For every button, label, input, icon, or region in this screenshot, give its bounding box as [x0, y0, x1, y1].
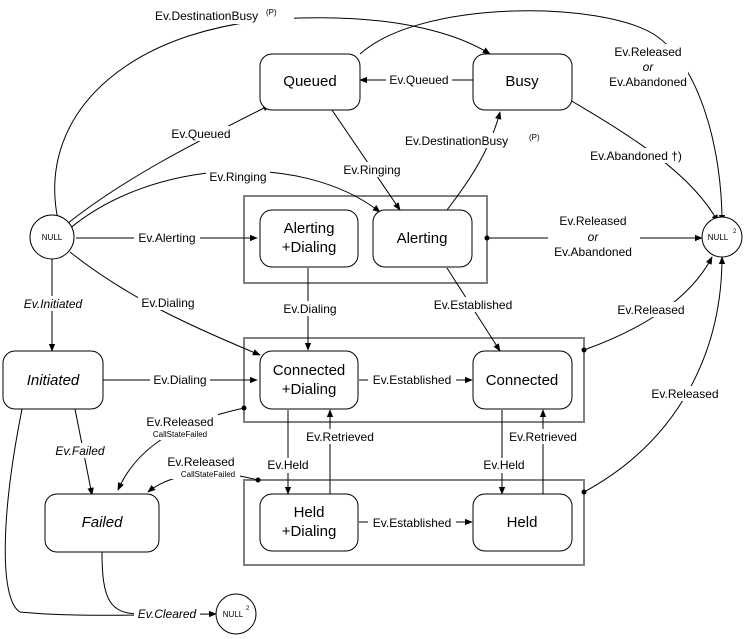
label-initiated: Ev.Initiated [24, 297, 83, 311]
label-dest-busy-top-sup: (P) [266, 8, 277, 17]
label-alerting: Ev.Alerting [138, 231, 195, 245]
label-held-left: Ev.Held [267, 458, 308, 472]
edge-null-to-queued [61, 104, 271, 229]
null-label: NULL [42, 233, 63, 242]
state-label: Failed [82, 514, 124, 531]
label-released-right-1: Ev.Released [559, 214, 626, 228]
label-released-right-2: or [588, 230, 600, 244]
edge-alerting-to-busy [446, 111, 502, 211]
label-queued-mid: Ev.Queued [389, 73, 448, 87]
null-label: NULL [708, 233, 729, 242]
state-held-dialing: Held +Dialing [259, 493, 359, 552]
label-held-right: Ev.Held [483, 458, 524, 472]
state-label-line1: Alerting [284, 220, 335, 237]
label-established-held: Ev.Established [373, 516, 452, 530]
state-connected-dialing: Connected +Dialing [259, 350, 359, 410]
state-held: Held [472, 493, 573, 552]
label-abandoned: Ev.Abandoned †) [590, 149, 682, 163]
held-group-frame [243, 479, 585, 566]
state-label: Connected [486, 372, 559, 389]
label-ringing-left: Ev.Ringing [209, 170, 266, 184]
edge-queued-to-null-right [359, 10, 726, 223]
state-label-line1: Connected [273, 362, 346, 379]
label-released-right: Ev.Released [617, 303, 684, 317]
label-released-top-3: Ev.Abandoned [609, 75, 687, 89]
label-dialing-down: Ev.Dialing [283, 302, 336, 316]
state-initiated: Initiated [2, 350, 104, 410]
state-label: Held [507, 514, 538, 531]
label-released-right-3: Ev.Abandoned [554, 245, 632, 259]
label-released-far: Ev.Released [651, 387, 718, 401]
edge-queued-to-alerting [331, 109, 401, 211]
null-sup: 2 [733, 229, 737, 235]
state-label: Queued [283, 73, 336, 90]
edge-held-group-to-null-right [583, 256, 726, 493]
label-established-conn: Ev.Established [373, 373, 452, 387]
null-state-bottom: NULL 2 [215, 593, 257, 635]
state-alerting: Alerting [372, 209, 473, 268]
label-ringing-mid: Ev.Ringing [343, 163, 400, 177]
label-retrieved-left: Ev.Retrieved [306, 430, 374, 444]
state-label-line2: +Dialing [282, 523, 337, 540]
null-sup: 2 [246, 606, 250, 612]
state-label: Busy [505, 73, 539, 90]
label-released-top-1: Ev.Released [614, 45, 681, 59]
label-queued-left: Ev.Queued [171, 127, 230, 141]
label-established-diag: Ev.Established [434, 298, 513, 312]
label-callstate-failed-1: CallStateFailed [153, 430, 207, 439]
label-retrieved-right: Ev.Retrieved [509, 430, 577, 444]
edge-null-to-connected-dialing [69, 251, 261, 356]
state-label: Initiated [27, 372, 80, 389]
label-dest-busy-top: Ev.DestinationBusy [155, 9, 258, 23]
label-cleared: Ev.Cleared [138, 607, 197, 621]
label-released-top-2: or [643, 60, 655, 74]
state-alerting-dialing: Alerting +Dialing [259, 209, 359, 268]
label-released-failed-2: Ev.Released [167, 455, 234, 469]
label-failed: Ev.Failed [55, 444, 104, 458]
label-dialing-initiated: Ev.Dialing [153, 373, 206, 387]
null-state-right: NULL 2 [701, 216, 743, 258]
state-label-line2: +Dialing [282, 381, 337, 398]
state-failed: Failed [44, 493, 160, 553]
null-state-left: NULL [29, 214, 75, 260]
state-label-line2: +Dialing [282, 239, 337, 256]
state-queued: Queued [259, 53, 361, 111]
edge-null-to-busy [54, 17, 491, 221]
label-dest-busy-mid-sup: (P) [529, 133, 540, 142]
label-released-failed-1: Ev.Released [146, 415, 213, 429]
label-dest-busy-mid: Ev.DestinationBusy [405, 134, 508, 148]
label-dialing-diag: Ev.Dialing [141, 296, 194, 310]
event-labels: Ev.DestinationBusy (P) Ev.Released or Ev… [20, 8, 722, 621]
edge-failed-to-null-bottom [101, 551, 141, 615]
state-busy: Busy [472, 53, 573, 111]
state-connected: Connected [472, 350, 573, 410]
state-label: Alerting [397, 230, 448, 247]
state-label-line1: Held [294, 504, 325, 521]
null-label: NULL [223, 610, 244, 619]
label-callstate-failed-2: CallStateFailed [181, 470, 235, 479]
